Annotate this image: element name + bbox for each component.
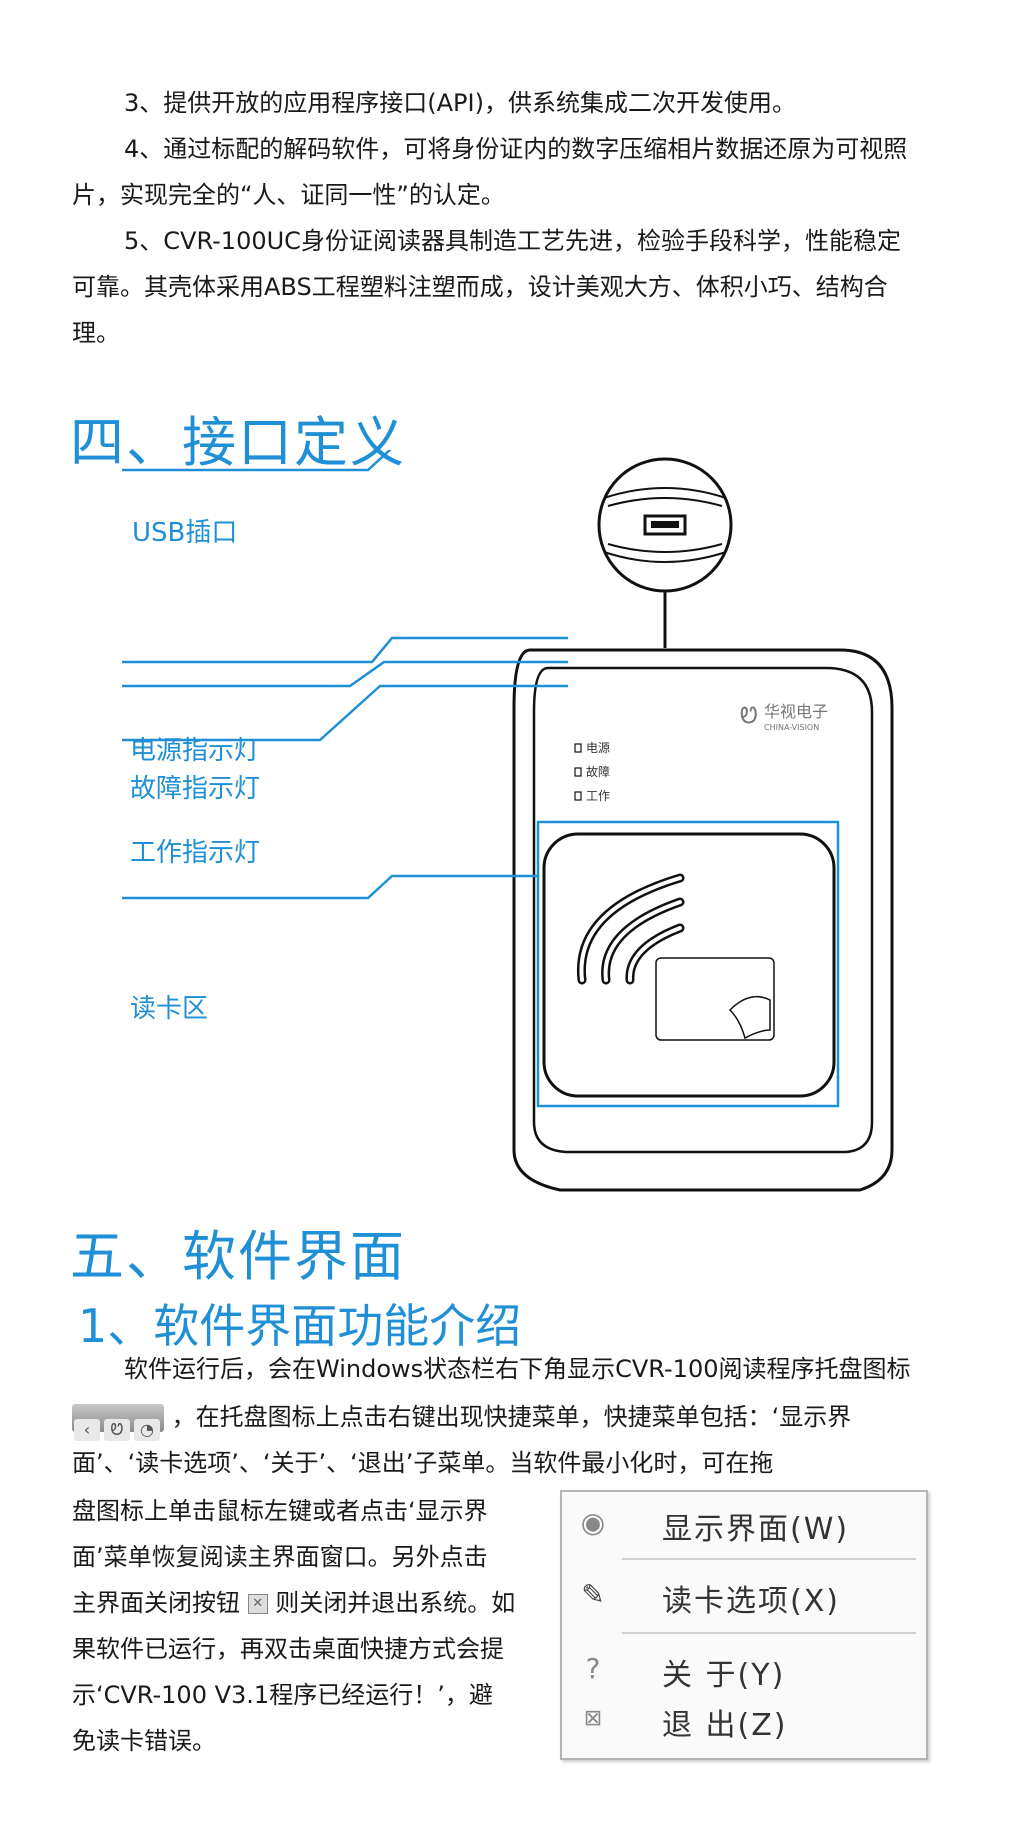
paragraph-item-5-line2: 可靠。其壳体采用ABS工程塑料注塑而成，设计美观大方、体积小巧、结构合 [72,273,888,301]
display-icon: ◉ [580,1506,606,1539]
menu-item-exit[interactable]: ⊠ 退 出(Z) [562,1688,926,1748]
menu-item-card-options[interactable]: ✎ 读卡选项(X) [562,1564,926,1624]
menu-separator [622,1632,916,1634]
id-card-icon [655,957,775,1041]
left-text-line-6: 免读卡错误。 [72,1727,216,1755]
power-indicator-label: 电源指示灯 [130,736,261,766]
tray-swirl-icon: ◔ [134,1419,160,1441]
menu-item-card-options-label: 读卡选项(X) [662,1584,840,1619]
paragraph-item-3: 3、提供开放的应用程序接口(API)，供系统集成二次开发使用。 [124,89,796,117]
exit-icon: ⊠ [583,1706,603,1731]
left-text-line-1: 盘图标上单击鼠标左键或者点击‘显示界 [72,1497,488,1525]
intro-line-2-text: ，在托盘图标上点击右键出现快捷菜单，快捷菜单包括：‘显示界 [171,1403,852,1431]
power-led-label: 电源 [586,741,610,755]
paragraph-item-4-line1: 4、通过标配的解码软件，可将身份证内的数字压缩相片数据还原为可视照 [124,135,908,163]
brand-name: 华视电子 [764,702,828,721]
section-5-1-heading: 1、软件界面功能介绍 [78,1299,522,1353]
intro-line-3: 面’、‘读卡选项’、‘关于’、‘退出’子菜单。当软件最小化时，可在拖 [72,1449,774,1477]
interface-diagram: Ꮼ 华视电子 CHINA-VISION 电源 故障 工作 [122,450,894,1192]
menu-item-exit-label: 退 出(Z) [662,1708,788,1743]
tray-icons: ‹Ꮼ◔ [72,1404,164,1441]
fault-indicator-label: 故障指示灯 [130,774,261,804]
menu-separator [622,1558,916,1560]
left-text-line-3b: 则关闭并退出系统。如 [275,1589,516,1617]
work-led-icon [574,791,582,801]
card-reader-area-label: 读卡区 [130,994,209,1024]
paragraph-item-5-line1: 5、CVR-100UC身份证阅读器具制造工艺先进，检验手段科学，性能稳定 [124,227,901,255]
paragraph-item-5-line3: 理。 [72,319,120,347]
brand-name-en: CHINA-VISION [764,723,819,732]
left-text-line-2: 面’菜单恢复阅读主界面窗口。另外点击 [72,1543,488,1571]
section-5-heading: 五、软件界面 [70,1225,406,1288]
fault-led-icon [574,767,582,777]
left-text-line-3: 主界面关闭按钮 ✕ 则关闭并退出系统。如 [72,1580,552,1626]
brand-logo-icon: Ꮼ [740,704,758,729]
menu-item-about-label: 关 于(Y) [662,1658,786,1693]
section-4-heading: 四、接口定义 [70,411,406,474]
left-text-line-3a: 主界面关闭按钮 [72,1589,240,1617]
intro-line-2: ‹Ꮼ◔ ，在托盘图标上点击右键出现快捷菜单，快捷菜单包括：‘显示界 [72,1394,952,1441]
power-led-icon [574,743,582,753]
paragraph-item-4-line2: 片，实现完全的“人、证同一性”的认定。 [72,181,505,209]
menu-item-display-label: 显示界面(W) [662,1512,850,1547]
fault-led-label: 故障 [586,764,610,779]
tray-app-icon: Ꮼ [104,1419,130,1441]
reader-area-highlight [536,820,840,1108]
left-text-line-5: 示‘CVR-100 V3.1程序已经运行！’，避 [72,1681,493,1709]
help-icon: ? [585,1652,601,1685]
tray-context-menu: ◉ 显示界面(W) ✎ 读卡选项(X) ? 关 于(Y) ⊠ 退 出(Z) [560,1490,928,1760]
usb-port-label: USB插口 [132,518,238,548]
intro-line-1: 软件运行后，会在Windows状态栏右下角显示CVR-100阅读程序托盘图标 [124,1355,911,1383]
card-options-icon: ✎ [581,1578,605,1611]
menu-item-display[interactable]: ◉ 显示界面(W) [562,1492,926,1552]
tray-arrow-icon: ‹ [74,1419,100,1441]
left-text-line-4: 果软件已运行，再双击桌面快捷方式会提 [72,1635,504,1663]
work-led-label: 工作 [586,789,610,803]
work-indicator-label: 工作指示灯 [130,838,261,868]
close-button-icon: ✕ [247,1594,268,1614]
menu-item-about[interactable]: ? 关 于(Y) [562,1638,926,1698]
